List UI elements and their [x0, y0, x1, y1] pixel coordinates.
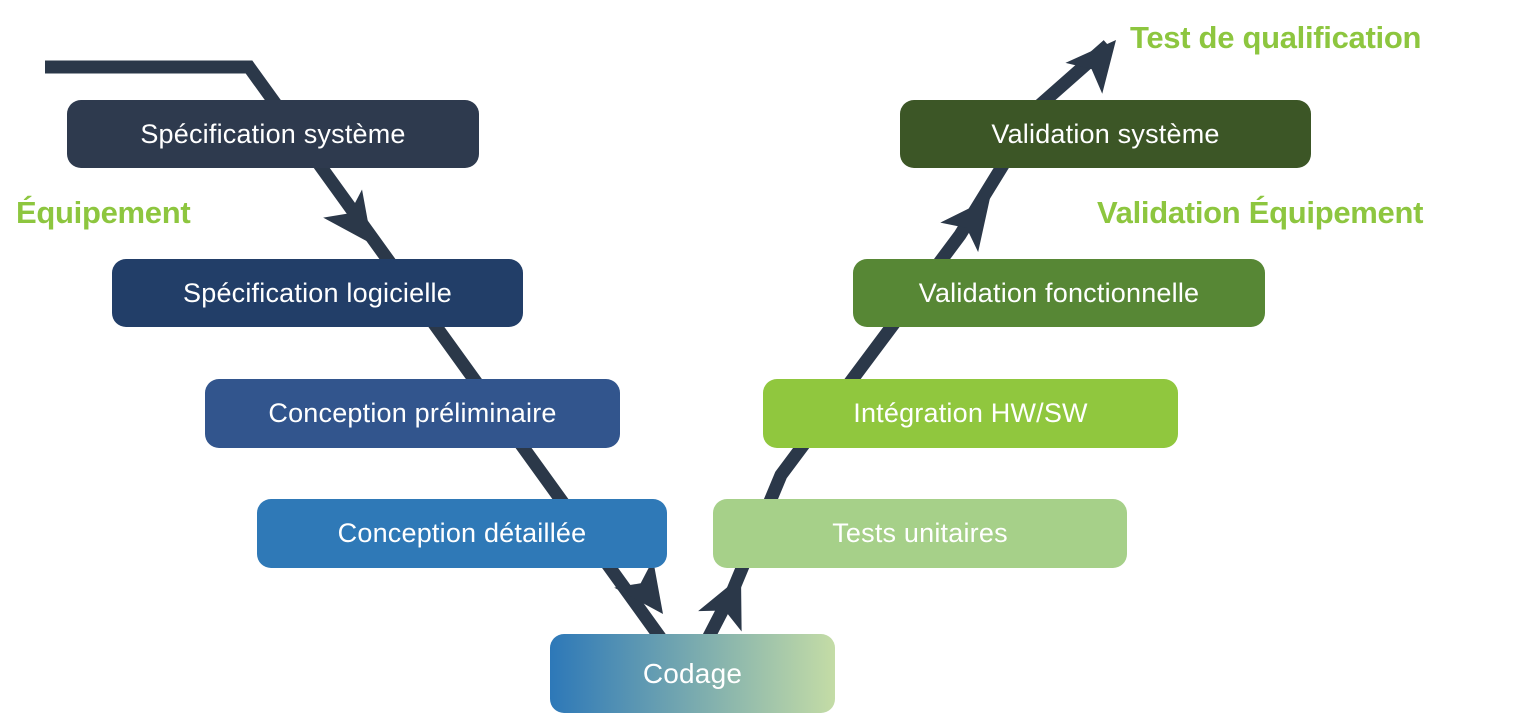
box-tests-unitaires: Tests unitaires: [713, 499, 1127, 568]
label-test-de-qualification: Test de qualification: [1130, 20, 1422, 55]
box-conception-detaillee: Conception détaillée: [257, 499, 667, 568]
box-specification-logicielle: Spécification logicielle: [112, 259, 523, 327]
box-validation-fonctionnelle: Validation fonctionnelle: [853, 259, 1265, 327]
arrowhead-up-1: [698, 576, 742, 632]
arrowhead-up-2: [940, 198, 990, 253]
arrowhead-down-2: [614, 559, 663, 614]
box-integration-hw-sw: Intégration HW/SW: [763, 379, 1178, 448]
descending-arrow-line: [45, 60, 668, 644]
box-specification-systeme: Spécification système: [67, 100, 479, 168]
arrowhead-down-1: [323, 189, 372, 244]
label-equipement: Équipement: [16, 195, 191, 230]
box-codage: Codage: [550, 634, 835, 713]
label-validation-equipement: Validation Équipement: [1097, 195, 1424, 230]
box-conception-preliminaire: Conception préliminaire: [205, 379, 620, 448]
arrowhead-up-final: [1065, 40, 1116, 94]
box-validation-systeme: Validation système: [900, 100, 1311, 168]
